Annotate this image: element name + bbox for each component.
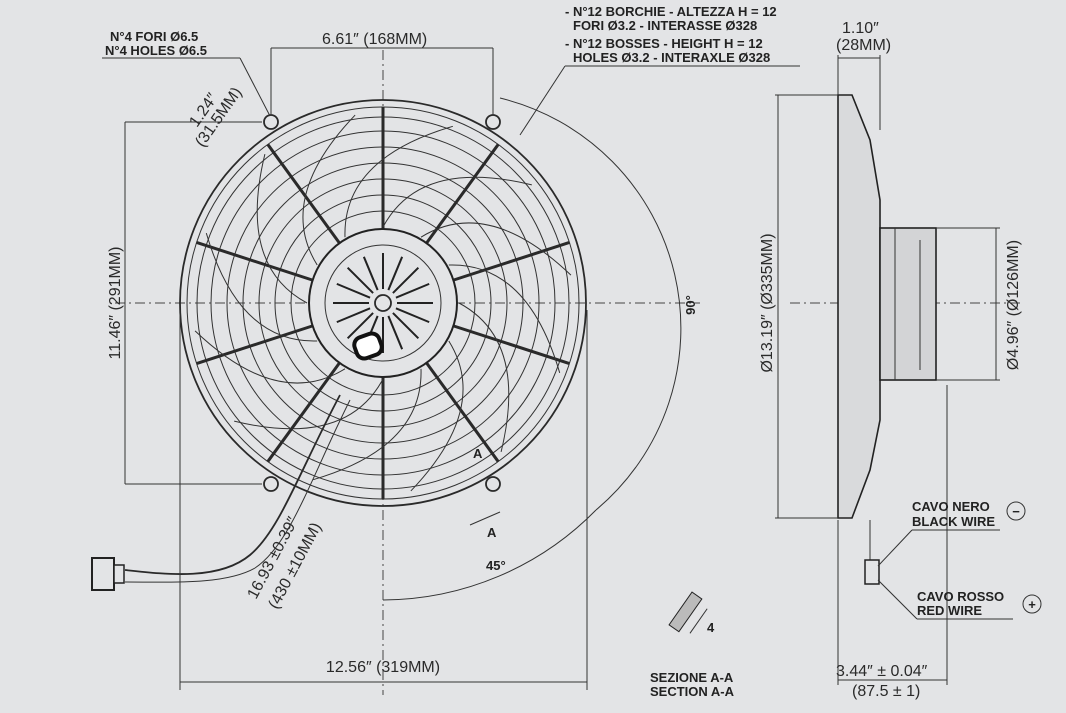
guard-spokes	[196, 107, 570, 499]
cable	[124, 394, 341, 575]
fan-shroud-side	[837, 94, 881, 519]
plus-icon: +	[1028, 597, 1036, 612]
fan-blade	[234, 378, 384, 430]
black-wire-it: CAVO NERO	[912, 499, 990, 514]
fan-blade	[344, 125, 453, 238]
hub-rib	[395, 307, 430, 324]
guard-spoke	[452, 324, 570, 365]
black-wire-en: BLACK WIRE	[912, 514, 995, 529]
motor-shaft	[374, 294, 392, 312]
cable-gland	[352, 331, 384, 361]
angle-45: 45°	[486, 558, 506, 573]
connector-latch	[113, 564, 125, 584]
leader-black-wire	[877, 529, 913, 567]
fan-blade	[194, 330, 346, 384]
total-depth-in: 3.44″ ± 0.04″	[836, 663, 928, 680]
plus-icon-circle	[1022, 594, 1042, 614]
bosses-note-it-1: - N°12 BORCHIE - ALTEZZA H = 12	[565, 4, 777, 19]
fan-blade	[420, 222, 572, 276]
guard-spoke	[452, 241, 570, 282]
hole-spacing-dim: 6.61″ (168MM)	[322, 31, 427, 48]
bosses-note-en-1: - N°12 BOSSES - HEIGHT H = 12	[565, 36, 763, 51]
guard-spoke	[266, 361, 341, 463]
motor-hub	[308, 228, 458, 378]
section-dim: 4	[707, 620, 715, 635]
hub-rib	[346, 266, 374, 294]
fan-blade	[205, 233, 318, 342]
depth-in: 1.10″	[842, 20, 879, 37]
motor-side	[879, 227, 937, 381]
diameter-dim: Ø13.19″ (Ø335MM)	[759, 233, 776, 372]
fan-blade	[448, 264, 561, 373]
red-wire-it: CAVO ROSSO	[917, 589, 1004, 604]
hub-rib	[346, 312, 374, 340]
fan-blade	[256, 154, 308, 304]
minus-icon-circle	[1006, 501, 1026, 521]
total-depth-mm: (87.5 ± 1)	[852, 683, 920, 700]
hub-rib	[336, 307, 371, 324]
holes-note-it: N°4 FORI Ø6.5	[110, 29, 198, 44]
mounting-hole	[263, 476, 279, 492]
fan-blade	[410, 340, 464, 492]
leader-red-wire	[877, 579, 918, 620]
section-arrow	[469, 511, 501, 526]
leader-holes	[239, 57, 271, 117]
angle-arc-45	[382, 509, 597, 601]
hub-rib	[387, 256, 404, 291]
connector	[91, 557, 115, 591]
depth-mm: (28MM)	[836, 37, 891, 54]
section-profile	[668, 591, 703, 633]
guard-spoke	[196, 241, 314, 282]
guard-spoke	[266, 143, 341, 245]
bosses-note-en-2: HOLES Ø3.2 - INTERAXLE Ø328	[573, 50, 770, 65]
fan-blade	[302, 114, 356, 266]
minus-icon: −	[1012, 504, 1020, 519]
hub-rib	[362, 256, 379, 291]
hub-rib	[387, 315, 404, 350]
section-mark-a: A	[487, 525, 497, 540]
section-dim-line	[689, 608, 708, 634]
red-wire-en: RED WIRE	[917, 603, 982, 618]
front-view	[91, 47, 800, 695]
section-title-en: SECTION A-A	[650, 684, 735, 699]
section-mark-a-2: A	[473, 446, 483, 461]
angle-90: 90°	[683, 295, 698, 315]
cable-sheath	[124, 399, 351, 583]
side-view	[775, 55, 1042, 685]
motor-hub-inner	[324, 244, 442, 362]
guard-spoke	[425, 361, 500, 463]
leader-bosses	[519, 65, 566, 136]
width-dim: 12.56″ (319MM)	[326, 659, 440, 676]
wire-terminal	[864, 559, 880, 585]
hub-rib	[392, 312, 420, 340]
fan-blades	[194, 114, 572, 492]
motor-diameter-dim: Ø4.96″ (Ø126MM)	[1005, 240, 1022, 370]
hub-rib	[392, 266, 420, 294]
fan-blade	[382, 176, 532, 228]
hub-rib	[395, 282, 430, 299]
bosses-note-it-2: FORI Ø3.2 - INTERASSE Ø328	[573, 18, 757, 33]
guard-spoke	[196, 324, 314, 365]
fan-outer-ring	[179, 99, 587, 507]
mounting-hole	[263, 114, 279, 130]
section-detail	[668, 591, 708, 634]
height-dim: 11.46″ (291MM)	[107, 247, 124, 360]
guard-spoke	[425, 143, 500, 245]
mounting-hole	[485, 114, 501, 130]
mounting-hole	[485, 476, 501, 492]
holes-note-en: N°4 HOLES Ø6.5	[105, 43, 207, 58]
angle-arc-90	[499, 97, 682, 511]
section-title-it: SEZIONE A-A	[650, 670, 734, 685]
fan-blade	[458, 302, 510, 452]
hub-rib	[336, 282, 371, 299]
fan-blade	[313, 368, 422, 481]
